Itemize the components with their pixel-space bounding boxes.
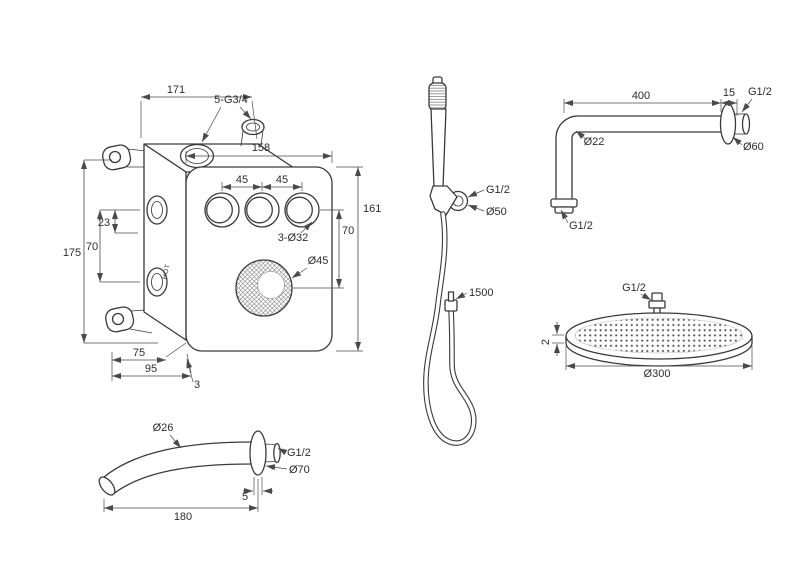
top-fitting-port-bore [246, 122, 260, 132]
dim-port-spacing: 70 [86, 241, 98, 253]
side-port-lower-bore [151, 273, 163, 291]
dim-depth-inner: 75 [133, 347, 145, 359]
mounting-ear-top-hole [108, 150, 122, 164]
leader-line [575, 130, 588, 141]
dim-body-width: 171 [167, 84, 185, 96]
function-knob-2-face [246, 196, 273, 224]
side-port-upper [146, 195, 168, 225]
leader-line [277, 447, 288, 456]
spout-tube-bottom [111, 463, 253, 496]
dim-spout-length: 180 [174, 511, 192, 523]
dim-knob-spacing-right: 45 [276, 174, 288, 186]
function-knob-3-face [286, 196, 313, 224]
arm-outlet-collar [550, 198, 578, 208]
leader-line [265, 464, 288, 471]
mixer-dimensions: 171 5-G3/4 158 45 45 161 70 3-Ø32 [63, 84, 382, 391]
leader-line [467, 189, 485, 198]
function-knob-1-face [206, 196, 233, 224]
leader-line [169, 434, 182, 449]
hand-shower-unit: G1/2 Ø50 1500 [423, 76, 510, 446]
shower-arm-dimensions: 400 15 G1/2 Ø60 Ø22 G1/2 [560, 86, 772, 232]
dim-holder-dia: Ø50 [486, 206, 507, 218]
mixer-unit: HOT 171 5-G3/4 158 [63, 84, 382, 391]
shower-arm-unit: 400 15 G1/2 Ø60 Ø22 G1/2 [550, 86, 772, 232]
mixer-knobs [204, 192, 320, 317]
spout-tube-top [103, 441, 253, 478]
spout-wall-flange [249, 430, 267, 476]
dim-main-knob-dia: Ø45 [308, 255, 329, 267]
dim-depth-outer: 95 [145, 363, 157, 375]
thermostat-knob-dome [257, 271, 285, 299]
dim-arm-length: 400 [632, 90, 650, 102]
dim-wall-stub: 15 [723, 87, 735, 99]
dim-head-edge-thickness: 2 [540, 339, 552, 345]
dim-arm-flange-dia: Ø60 [743, 141, 764, 153]
top-fitting-line [240, 130, 244, 147]
dim-hose-length: 1500 [469, 287, 493, 299]
arm-wall-flange [719, 103, 737, 145]
mixer-mounting-ears [102, 144, 153, 334]
hose-connector-stub [447, 291, 455, 302]
top-fitting-port [241, 118, 265, 136]
dim-arm-wall-thread: G1/2 [748, 86, 772, 98]
head-connector-nut [648, 300, 666, 309]
handshower-holder [429, 185, 458, 216]
hand-shower-dimensions: G1/2 Ø50 1500 [455, 184, 510, 300]
label-top-connections: 5-G3/4 [214, 94, 248, 106]
leader-line [640, 292, 652, 301]
side-port-lower [146, 267, 168, 297]
handshower-head [428, 82, 447, 111]
dim-handshower-thread: G1/2 [486, 184, 510, 196]
top-fitting-line [260, 129, 264, 147]
dim-small-knobs-dia: 3-Ø32 [278, 232, 309, 244]
spout-stub-end [273, 442, 281, 464]
wall-spout-unit: Ø26 G1/2 Ø70 5 180 [98, 422, 311, 523]
dim-spout-flange-dia: Ø70 [289, 464, 310, 476]
leader-line [300, 221, 313, 234]
dim-arm-outlet-thread: G1/2 [569, 220, 593, 232]
dim-head-thread: G1/2 [622, 282, 646, 294]
ear-link-line [127, 148, 147, 152]
dim-plate-height: 161 [363, 203, 381, 215]
leader-line [291, 267, 308, 279]
dim-plate-thickness: 3 [194, 379, 200, 391]
arm-tube-outer [555, 115, 724, 200]
dim-head-dia: Ø300 [644, 368, 671, 380]
head-connector-stub [651, 292, 663, 302]
dim-arm-tube-dia: Ø22 [584, 136, 605, 148]
leader-line [560, 209, 569, 224]
leader-line [201, 106, 222, 143]
extension-line [251, 100, 258, 140]
dim-spout-flange-depth: 5 [242, 491, 248, 503]
shower-head-dimensions: G1/2 2 Ø300 [540, 282, 753, 380]
arm-outlet-end [554, 206, 574, 214]
dim-knob-spacing-left: 45 [236, 174, 248, 186]
handshower-handle [430, 108, 447, 188]
dim-knob-drop: 70 [342, 225, 354, 237]
spout-outlet-tip [98, 476, 116, 496]
leader-line [467, 204, 485, 212]
ear-link-line [129, 328, 153, 334]
mixer-body-left-face [143, 143, 187, 341]
leader-line [741, 98, 753, 113]
extension-line [186, 353, 192, 374]
leader-line [239, 106, 252, 120]
leader-line [455, 292, 468, 300]
leader-line [186, 358, 194, 383]
mounting-ear-bottom-hole [111, 312, 125, 326]
shower-head-unit: G1/2 2 Ø300 [540, 282, 753, 380]
shower-hose-inner [424, 212, 476, 445]
side-port-upper-bore [151, 201, 163, 219]
dim-body-height: 175 [63, 247, 81, 259]
dim-spout-thread: G1/2 [287, 447, 311, 459]
wall-spout-dimensions: Ø26 G1/2 Ø70 5 180 [103, 422, 311, 523]
dim-spout-tube-dia: Ø26 [153, 422, 174, 434]
extension-line [165, 342, 187, 358]
hot-marking-label: HOT [161, 263, 172, 280]
leader-line [732, 136, 743, 146]
head-nozzle-face [574, 317, 744, 354]
dim-plate-width: 158 [252, 142, 270, 154]
arm-wall-stub-end [741, 113, 751, 135]
